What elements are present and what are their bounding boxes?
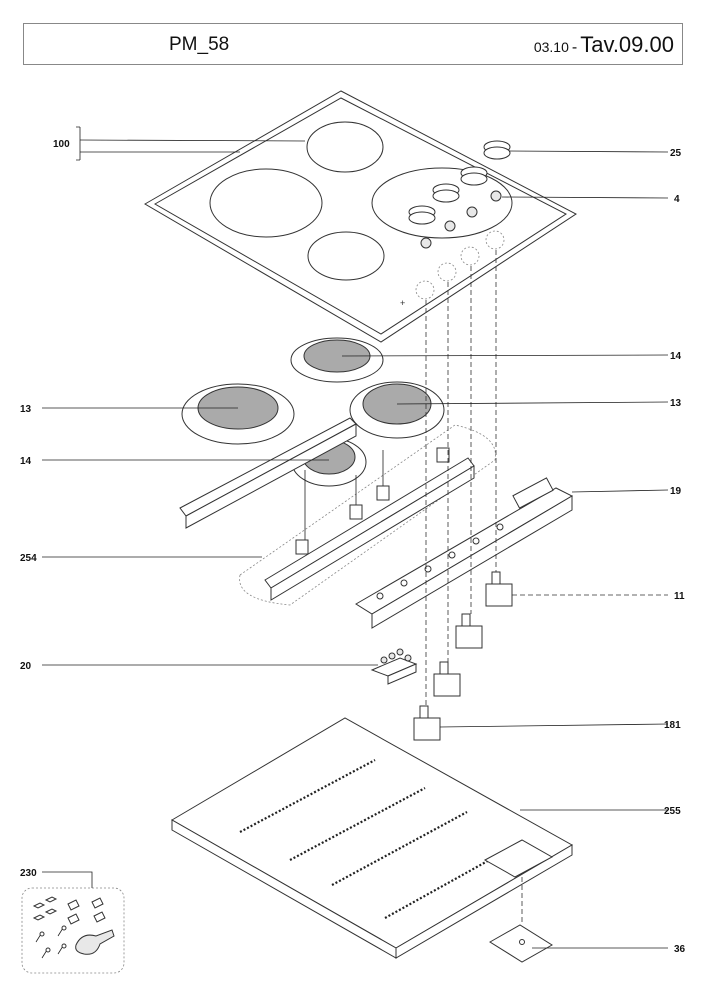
cover-plate xyxy=(489,877,553,963)
radiant-heaters xyxy=(181,337,445,487)
model-name: PM_58 xyxy=(169,34,230,55)
revision-info: 03.10-Tav.09.00 xyxy=(534,32,674,58)
callout-11: 11 xyxy=(674,591,685,602)
accessory-kit xyxy=(21,887,125,974)
callout-36: 36 xyxy=(674,944,686,955)
support-brackets xyxy=(179,417,496,606)
callout-19: 19 xyxy=(670,486,682,497)
leader-lines xyxy=(42,126,669,949)
callout-13-left: 13 xyxy=(20,404,32,415)
callout-230: 230 xyxy=(20,868,37,879)
title-block: PM_58 03.10-Tav.09.00 xyxy=(23,23,683,65)
hob-top-glass: + xyxy=(144,90,577,343)
revision-date: 03.10 xyxy=(533,39,569,55)
callout-20: 20 xyxy=(20,661,32,672)
callout-labels: 100 25 4 14 13 13 14 19 254 11 20 181 25… xyxy=(20,139,686,955)
callout-25: 25 xyxy=(670,148,682,159)
table-number: Tav.09.00 xyxy=(580,32,674,57)
bottom-tray xyxy=(171,717,574,959)
callout-13-right: 13 xyxy=(670,398,682,409)
revision-separator: - xyxy=(571,39,578,56)
knob-group xyxy=(408,140,511,249)
callout-14-upper: 14 xyxy=(670,351,682,362)
callout-255: 255 xyxy=(664,806,681,817)
callout-4: 4 xyxy=(674,194,680,205)
energy-regulators xyxy=(413,571,513,741)
alignment-lines xyxy=(425,250,497,706)
svg-text:+: + xyxy=(400,298,405,308)
callout-14-lower: 14 xyxy=(20,456,32,467)
callout-181: 181 xyxy=(664,720,681,731)
control-panel-bracket xyxy=(355,477,574,629)
callout-100: 100 xyxy=(53,139,70,150)
terminal-block xyxy=(370,648,418,685)
callout-254: 254 xyxy=(20,553,37,564)
